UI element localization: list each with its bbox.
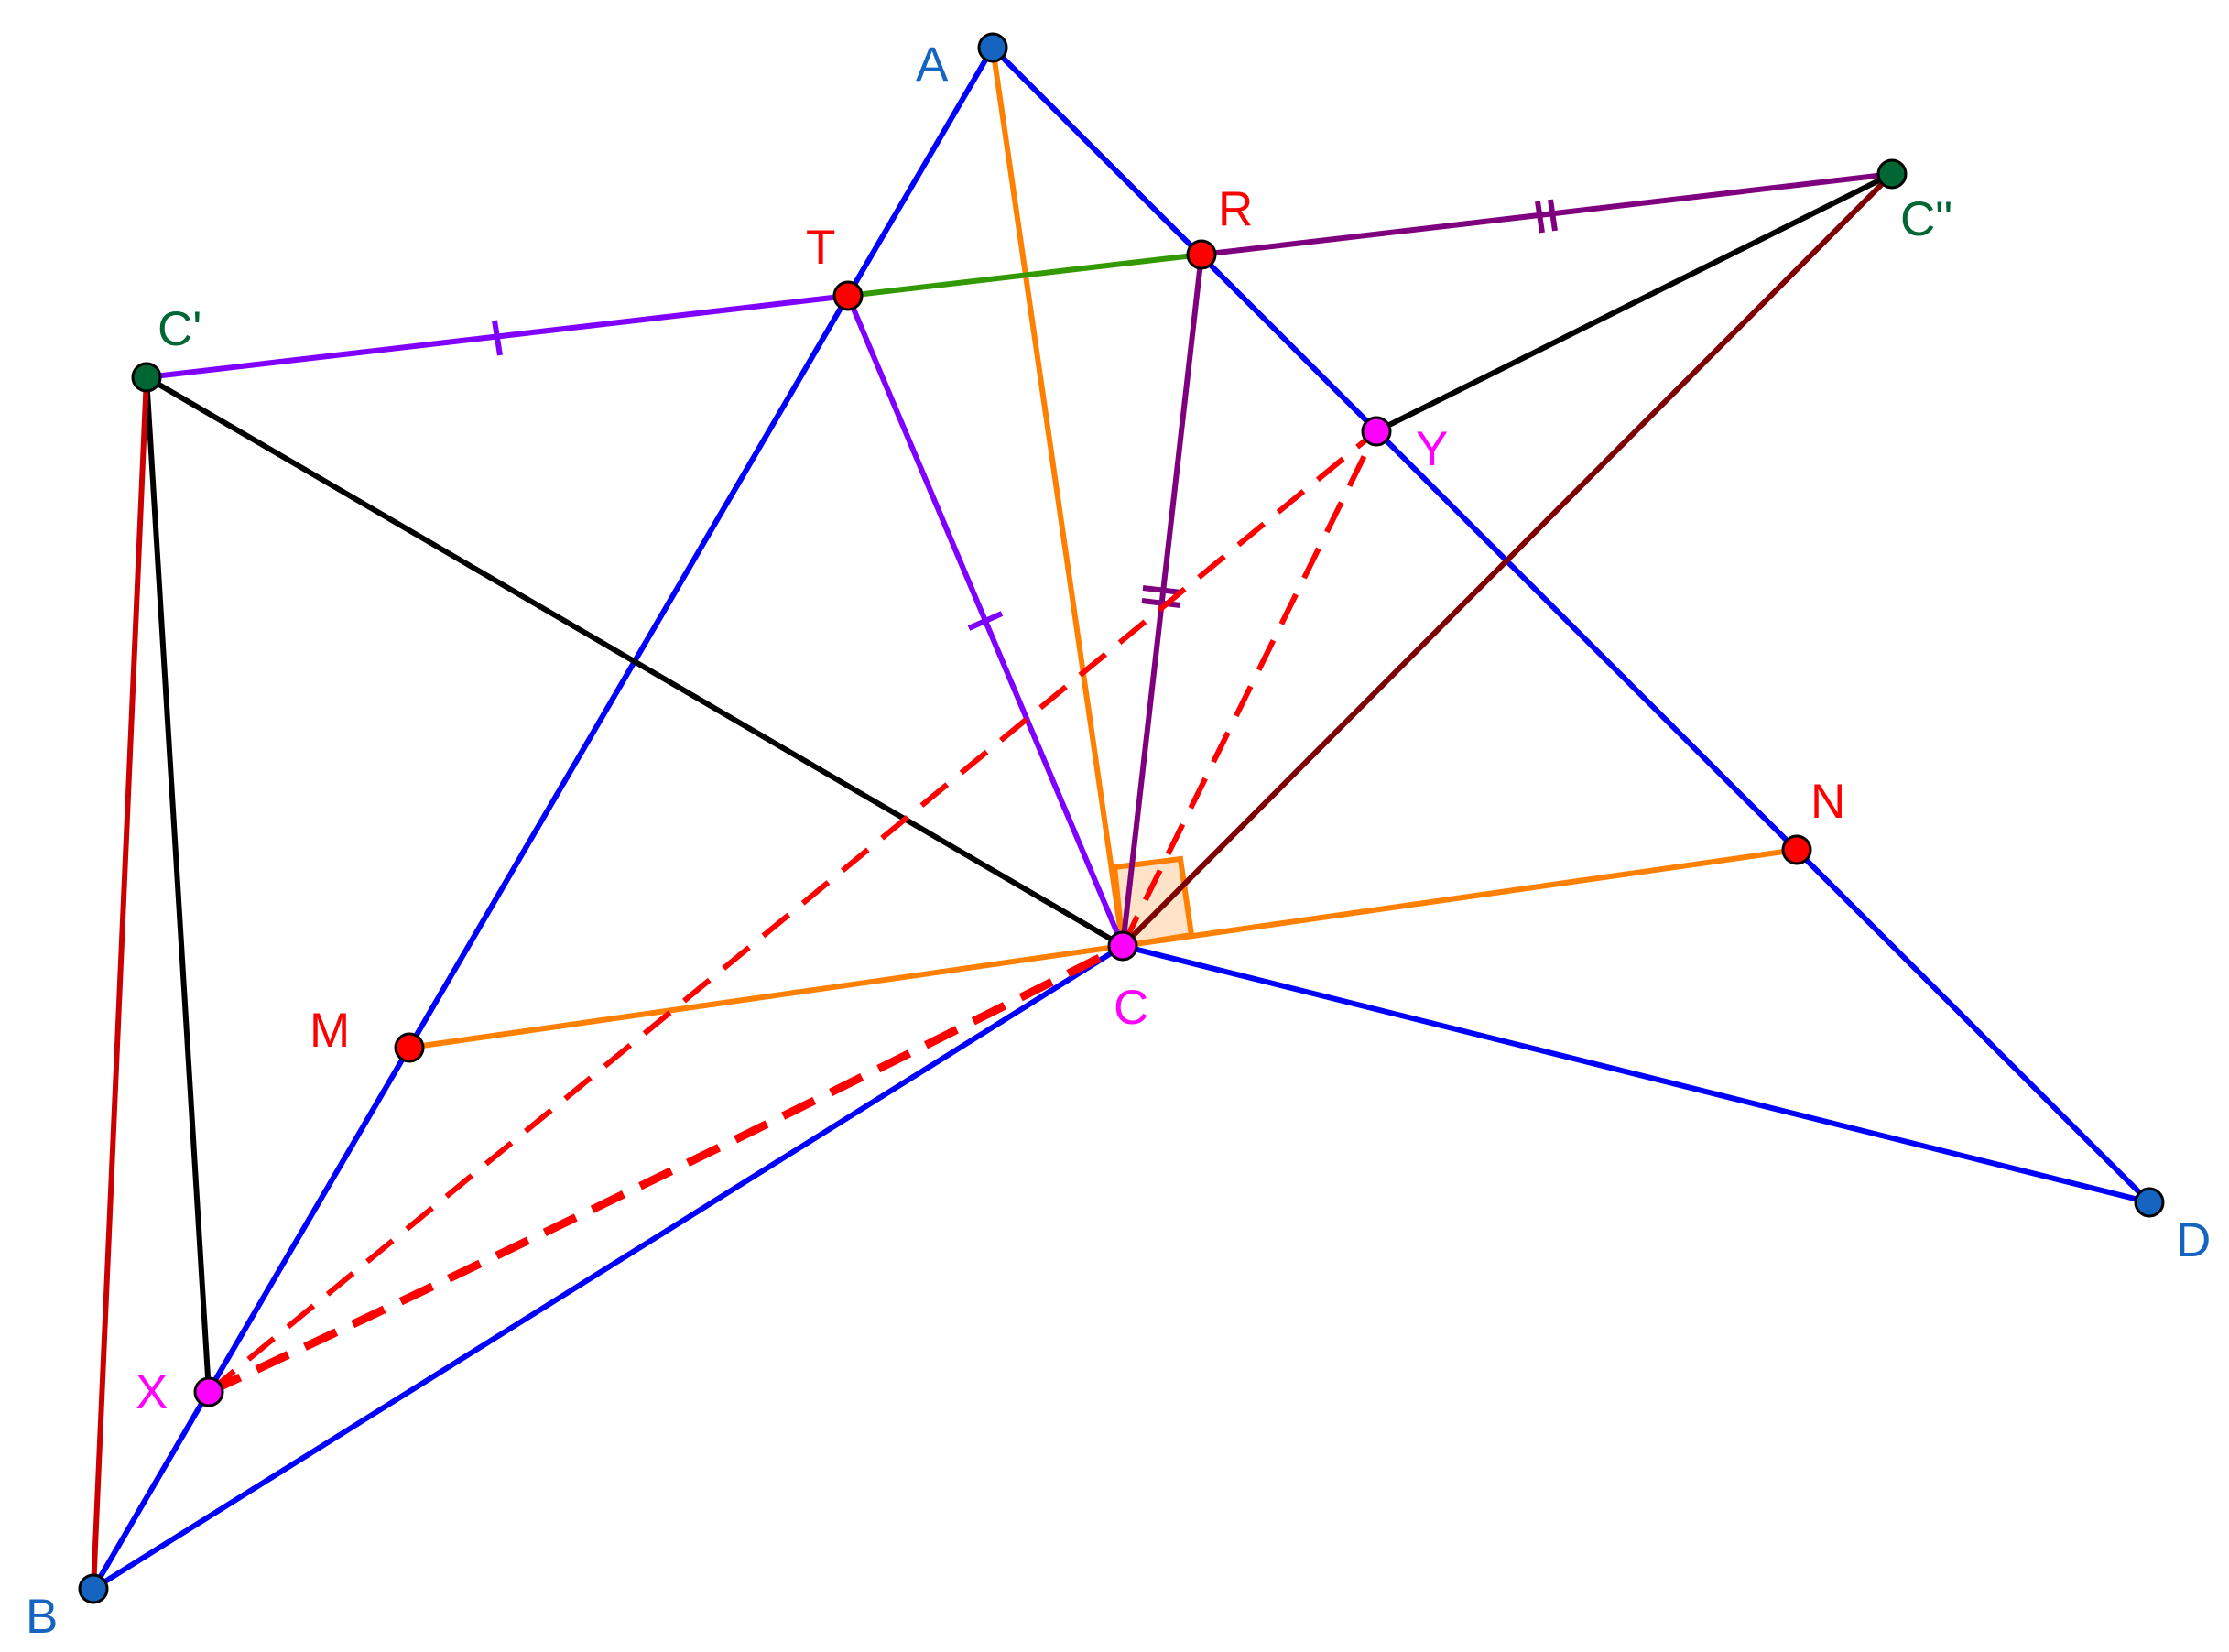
point-N [1781, 834, 1812, 865]
point-D [2134, 1187, 2165, 1218]
tick-RC2-a [1535, 201, 1545, 234]
segment-BC [92, 943, 1125, 1592]
point-X [193, 1376, 224, 1407]
point-B [78, 1573, 109, 1604]
dashed-CY [1120, 429, 1379, 948]
tick-C1T [492, 320, 503, 356]
label-C: C [1114, 981, 1148, 1035]
label-T: T [806, 221, 835, 275]
segment-AB [91, 46, 995, 1591]
point-T [832, 280, 864, 311]
tick-RC-b [1141, 598, 1181, 608]
segment-BC1 [91, 376, 149, 1590]
segment-AD [990, 45, 2152, 1205]
tick-RC-a [1142, 585, 1182, 595]
point-Y [1361, 416, 1392, 447]
dashed-XC [207, 941, 1125, 1397]
segment-RC2 [1201, 171, 1893, 257]
segment-C1X [144, 376, 212, 1393]
tick-RC2-b [1548, 199, 1558, 232]
point-A [977, 32, 1008, 63]
label-R: R [1218, 182, 1253, 236]
point-C1 [131, 362, 162, 393]
segment-CC2 [1120, 171, 1895, 949]
segment-RC [1120, 254, 1204, 947]
label-M: M [310, 1004, 350, 1058]
point-C [1107, 930, 1138, 962]
segment-TR [847, 252, 1202, 299]
label-A: A [916, 38, 949, 92]
label-N: N [1810, 775, 1845, 829]
label-C1: C' [158, 302, 201, 356]
dashed-XY [207, 429, 1378, 1395]
label-Y: Y [1416, 422, 1448, 476]
segment-MN [408, 847, 1798, 1050]
label-X: X [136, 1365, 168, 1419]
point-M [394, 1032, 425, 1063]
label-B: B [26, 1590, 58, 1644]
tick-TC [967, 611, 1004, 631]
point-C2 [1876, 158, 1908, 190]
segment-C1C [145, 375, 1125, 949]
segment-CD [1122, 943, 2150, 1205]
point-R [1186, 239, 1217, 270]
label-C2: C" [1900, 192, 1952, 246]
segment-C2Y [1375, 171, 1894, 434]
segment-AC [990, 47, 1125, 947]
label-D: D [2176, 1213, 2211, 1267]
